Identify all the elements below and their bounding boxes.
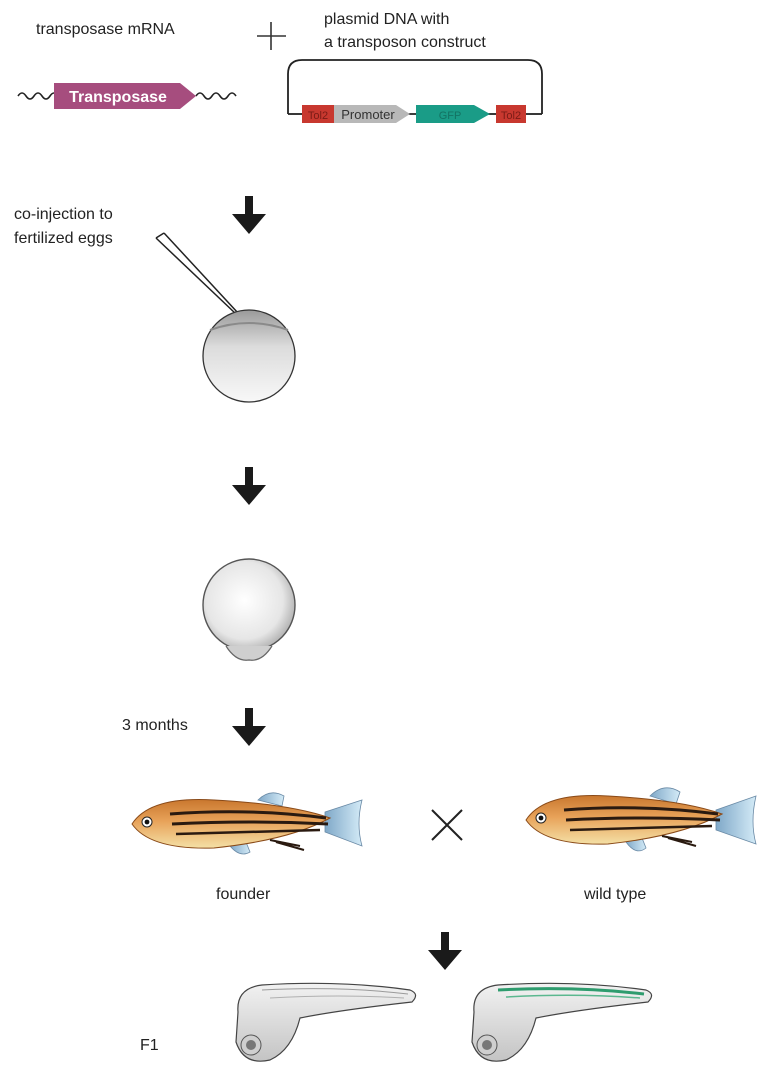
larva-icon <box>236 983 416 1061</box>
gfp-larva-icon <box>472 983 652 1061</box>
down-arrow-icon <box>232 708 266 746</box>
transposase-label: Transposase <box>69 89 167 106</box>
gfp-label: GFP <box>439 110 462 122</box>
plus-icon <box>257 22 286 50</box>
needle-icon <box>156 233 238 314</box>
right-tol2-label: Tol2 <box>501 110 521 122</box>
plasmid-icon: Tol2 Promoter GFP Tol2 <box>288 60 542 123</box>
founder-fish-icon <box>132 793 362 854</box>
left-tol2-label: Tol2 <box>308 110 328 122</box>
embryo-icon <box>203 559 295 660</box>
down-arrow-icon <box>232 467 266 505</box>
transposase-mrna-icon: Transposase <box>18 83 236 109</box>
wild-type-fish-icon <box>526 788 756 851</box>
egg-icon <box>203 310 295 402</box>
down-arrow-icon <box>232 196 266 234</box>
down-arrow-icon <box>428 932 462 970</box>
promoter-label: Promoter <box>341 107 395 122</box>
cross-icon <box>432 810 462 840</box>
